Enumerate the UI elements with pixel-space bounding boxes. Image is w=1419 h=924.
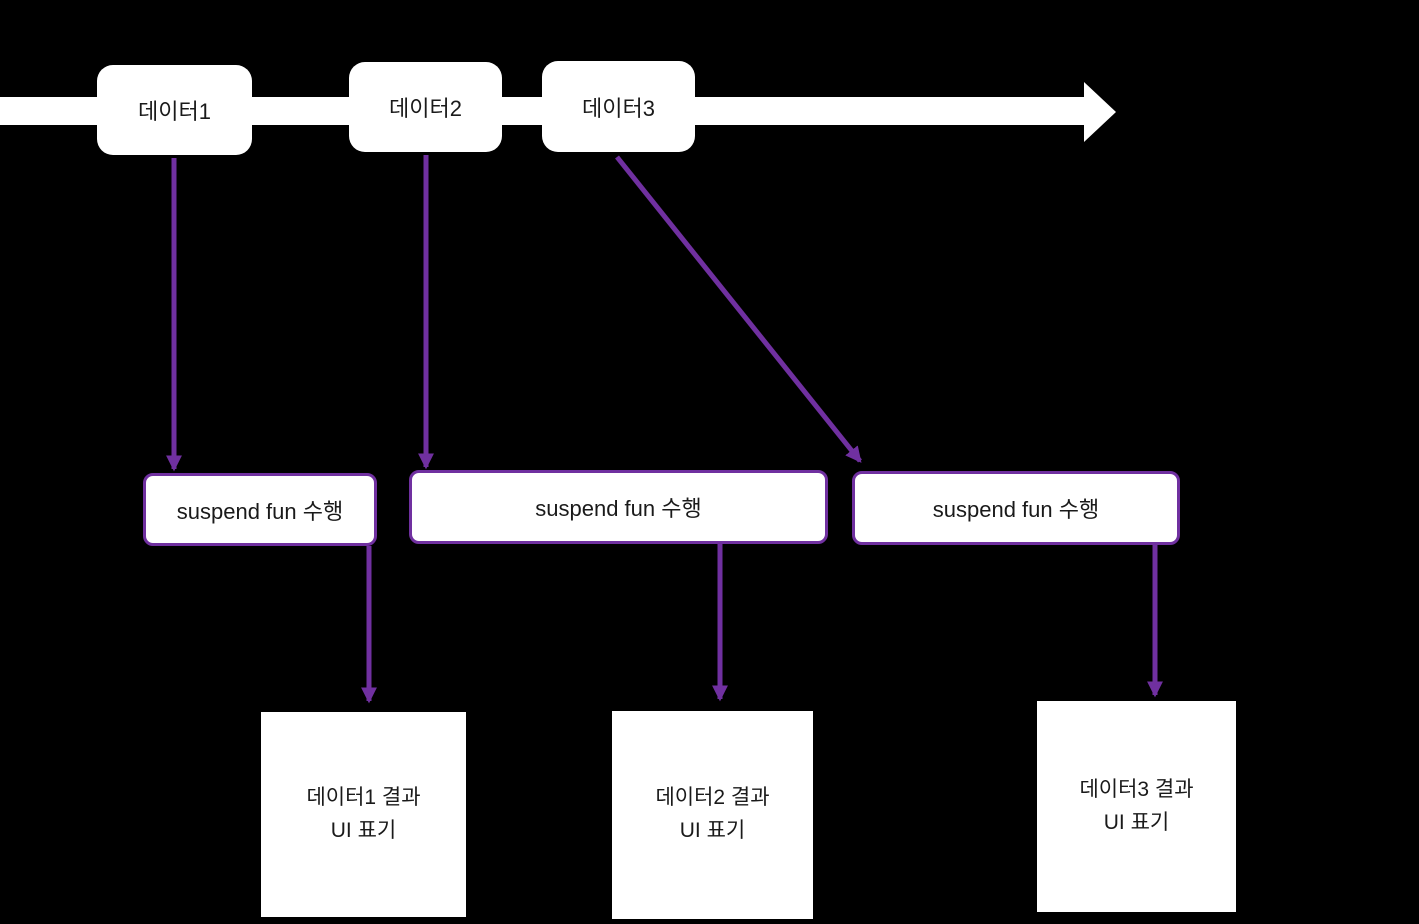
timeline-arrow-head: [1084, 82, 1116, 142]
result2-line2: UI 표기: [679, 819, 746, 842]
data2-node: 데이터2: [349, 62, 502, 152]
result2-line1: 데이터2 결과: [655, 786, 770, 810]
result1-line2: UI 표기: [330, 818, 397, 842]
arrow-data3-to-suspend3: [615, 155, 862, 463]
result1-node: 데이터1 결과 UI 표기: [261, 712, 466, 917]
result3-line1: 데이터3 결과: [1079, 777, 1194, 801]
data3-label: 데이터3: [582, 95, 655, 121]
suspend3-node: suspend fun 수행: [852, 471, 1180, 545]
result3-node: 데이터3 결과 UI 표기: [1037, 701, 1236, 912]
suspend2-node: suspend fun 수행: [409, 470, 828, 544]
result2-node: 데이터2 결과 UI 표기: [612, 711, 813, 919]
data2-label: 데이터2: [389, 96, 462, 121]
data1-node: 데이터1: [97, 65, 252, 155]
suspend3-label: suspend fun 수행: [932, 497, 1100, 522]
suspend2-label: suspend fun 수행: [535, 496, 702, 521]
suspend1-node: suspend fun 수행: [143, 473, 377, 546]
data3-node: 데이터3: [542, 61, 695, 152]
data1-label: 데이터1: [138, 99, 211, 124]
suspend1-label: suspend fun 수행: [176, 498, 344, 524]
result3-line2: UI 표기: [1103, 810, 1170, 834]
result1-line1: 데이터1 결과: [306, 785, 421, 809]
